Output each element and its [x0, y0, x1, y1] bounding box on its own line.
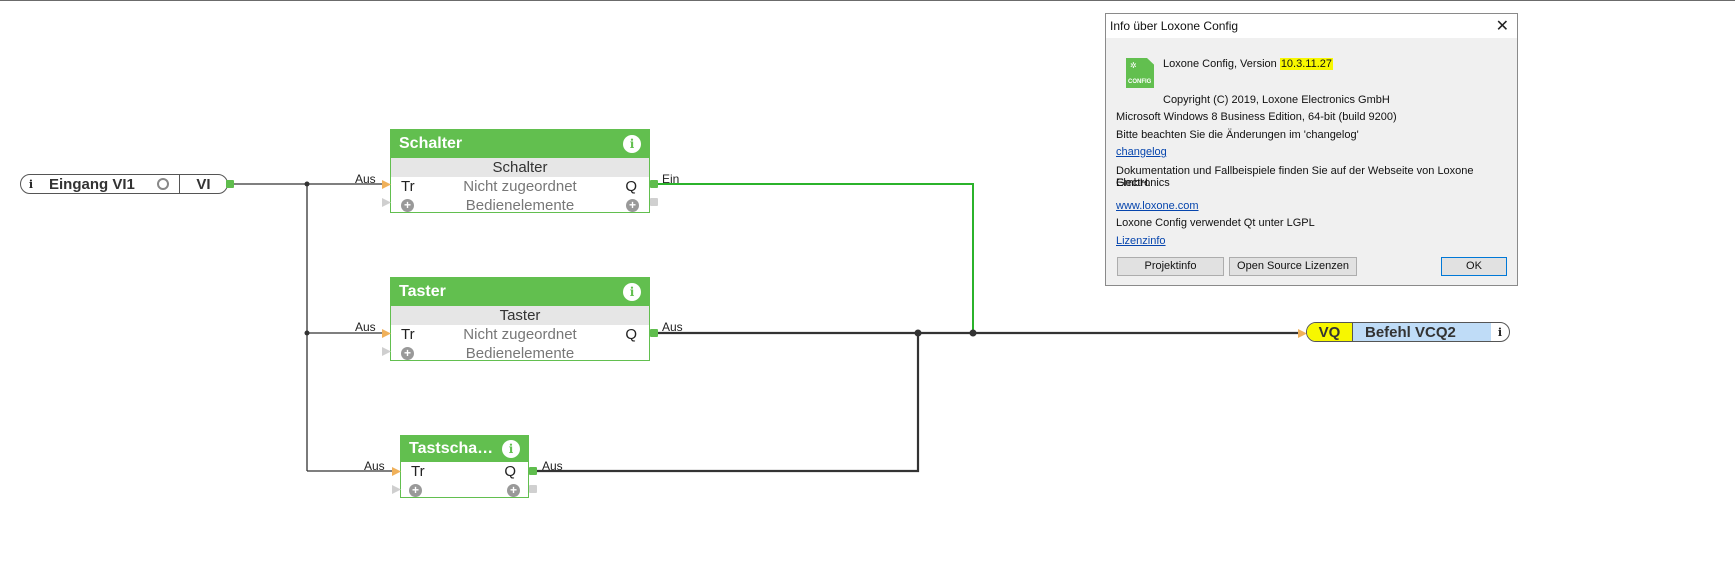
website-link[interactable]: www.loxone.com	[1116, 200, 1199, 212]
wire-active	[658, 183, 974, 333]
output-pin-label: Q	[625, 178, 637, 195]
output-pin[interactable]	[650, 198, 658, 206]
wire-label: Aus	[355, 172, 376, 186]
block-title: Tastscha…	[409, 440, 494, 457]
output-name: Befehl VCQ2	[1353, 323, 1491, 341]
controls-row: + +	[401, 481, 528, 500]
input-pin[interactable]	[382, 329, 391, 338]
controls-label: Bedienelemente	[465, 345, 575, 362]
block-header[interactable]: Schalter i	[391, 130, 649, 158]
output-pin-label: Q	[504, 463, 516, 480]
output-pin[interactable]	[650, 180, 658, 188]
version-line: Loxone Config, Version 10.3.11.27	[1163, 58, 1333, 70]
assignment-text: Nicht zugeordnet	[463, 326, 577, 343]
info-icon[interactable]: i	[28, 177, 34, 191]
input-pin-label: Tr	[401, 326, 415, 343]
copyright-text: Copyright (C) 2019, Loxone Electronics G…	[1163, 94, 1390, 106]
docs-text-line2: GmbH.	[1116, 177, 1151, 189]
block-subtitle: Taster	[391, 306, 649, 325]
controls-row: + Bedienelemente +	[391, 196, 649, 215]
block-taster[interactable]: Taster i Taster Nicht zugeordnet Tr Q + …	[390, 277, 650, 363]
changelog-link[interactable]: changelog	[1116, 146, 1167, 158]
wire-label: Aus	[542, 459, 563, 473]
wire-label: Aus	[662, 320, 683, 334]
output-pin[interactable]	[529, 467, 537, 475]
dialog-title: Info über Loxone Config	[1110, 19, 1239, 33]
block-io-row: Tr Q	[401, 462, 528, 481]
input-pin[interactable]	[382, 347, 391, 356]
info-icon[interactable]: i	[502, 440, 520, 458]
block-title: Taster	[399, 283, 446, 300]
output-pin[interactable]	[529, 485, 537, 493]
changelog-note: Bitte beachten Sie die Änderungen im 'ch…	[1116, 129, 1359, 141]
junction	[304, 330, 310, 336]
block-tastschalter[interactable]: Tastscha… i Tr Q + +	[400, 435, 529, 498]
block-schalter[interactable]: Schalter i Schalter Nicht zugeordnet Tr …	[390, 129, 650, 215]
dialog-titlebar[interactable]: Info über Loxone Config ✕	[1106, 14, 1517, 38]
version-prefix: Loxone Config, Version	[1163, 58, 1280, 70]
qt-note: Loxone Config verwendet Qt unter LGPL	[1116, 217, 1315, 229]
logo-text: CONFIG	[1128, 79, 1152, 85]
info-icon[interactable]: i	[1497, 325, 1503, 339]
close-icon[interactable]: ✕	[1495, 18, 1509, 35]
os-text: Microsoft Windows 8 Business Edition, 64…	[1116, 111, 1397, 123]
wire-label: Aus	[364, 459, 385, 473]
top-border	[0, 0, 1735, 1]
docs-text-line1: Dokumentation und Fallbeispiele finden S…	[1116, 165, 1474, 189]
block-subtitle: Schalter	[391, 158, 649, 177]
ok-button[interactable]: OK	[1441, 257, 1507, 276]
input-output-pin[interactable]	[226, 180, 234, 188]
junction	[969, 329, 977, 337]
add-input-icon[interactable]: +	[409, 484, 422, 497]
controls-label: Bedienelemente	[465, 197, 575, 214]
open-source-licenses-button[interactable]: Open Source Lizenzen	[1229, 257, 1357, 276]
gear-icon: ✲	[1130, 61, 1137, 70]
loxone-config-logo-icon: ✲ CONFIG	[1126, 58, 1154, 88]
add-input-icon[interactable]: +	[401, 347, 414, 360]
input-eingang-vi1[interactable]: i Eingang VI1 VI	[20, 174, 228, 194]
block-header[interactable]: Taster i	[391, 278, 649, 306]
add-input-icon[interactable]: +	[401, 199, 414, 212]
input-pin[interactable]	[392, 485, 401, 494]
junction	[914, 329, 922, 337]
input-name: Eingang VI1	[49, 175, 135, 193]
input-pin[interactable]	[392, 467, 401, 476]
version-number: 10.3.11.27	[1279, 58, 1333, 70]
input-pin-label: Tr	[401, 178, 415, 195]
junction	[304, 181, 310, 187]
wire-label: Ein	[662, 172, 680, 186]
block-io-row: Nicht zugeordnet Tr Q	[391, 177, 649, 196]
input-pin[interactable]	[382, 180, 391, 189]
output-befehl-vcq2[interactable]: VQ Befehl VCQ2 i	[1306, 322, 1510, 342]
block-io-row: Nicht zugeordnet Tr Q	[391, 325, 649, 344]
add-output-icon[interactable]: +	[507, 484, 520, 497]
output-pin-label: Q	[625, 326, 637, 343]
wire-label: Aus	[355, 320, 376, 334]
about-dialog: Info über Loxone Config ✕ ✲ CONFIG Loxon…	[1105, 13, 1518, 286]
block-title: Schalter	[399, 135, 463, 152]
wire-output	[536, 333, 920, 473]
block-header[interactable]: Tastscha… i	[401, 436, 528, 462]
input-type: VI	[179, 175, 227, 193]
output-type: VQ	[1307, 323, 1353, 341]
assignment-text: Nicht zugeordnet	[463, 178, 577, 195]
info-icon[interactable]: i	[623, 135, 641, 153]
output-pin[interactable]	[650, 329, 658, 337]
project-info-button[interactable]: Projektinfo	[1117, 257, 1224, 276]
output-input-pin[interactable]	[1298, 329, 1307, 338]
add-output-icon[interactable]: +	[626, 199, 639, 212]
controls-row: + Bedienelemente	[391, 344, 649, 363]
input-pin-label: Tr	[411, 463, 425, 480]
info-icon[interactable]: i	[623, 283, 641, 301]
input-pin[interactable]	[382, 198, 391, 207]
license-link[interactable]: Lizenzinfo	[1116, 235, 1166, 247]
